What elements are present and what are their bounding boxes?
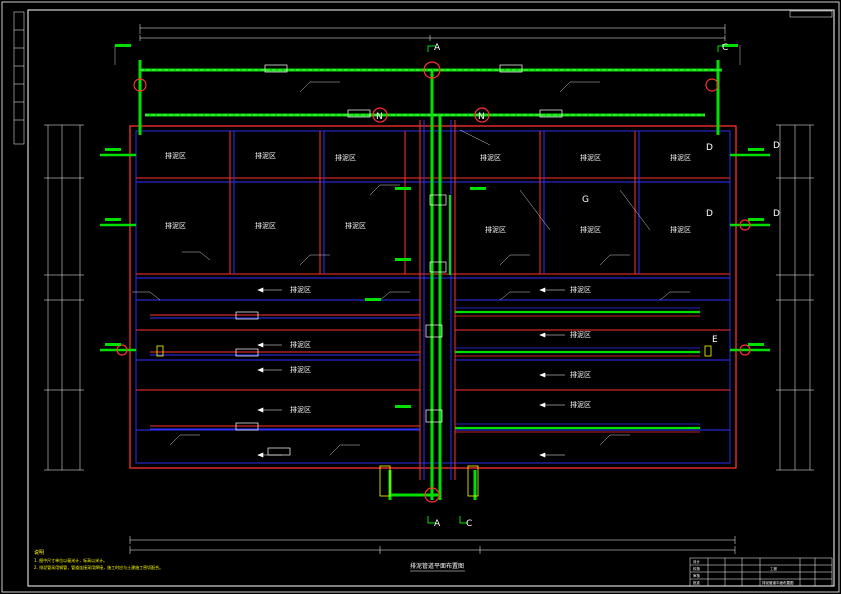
sheet-tag <box>789 10 833 18</box>
fitting-circles <box>116 61 751 503</box>
section-mark-d-upper-right: D <box>773 141 780 151</box>
bottom-dimension <box>129 536 736 554</box>
zone-label: 排泥区 <box>485 225 506 234</box>
vertical-walls <box>229 131 640 274</box>
title-block-sheet: 排泥管道平面布置图 <box>762 580 794 585</box>
title-block-row: 审核 <box>693 573 701 578</box>
title-block-project: 工程 <box>770 566 778 571</box>
section-mark-e: E <box>712 335 718 345</box>
zone-label: 排泥区 <box>165 221 186 230</box>
sheet-inner-border <box>27 9 835 587</box>
zone-label: 排泥区 <box>255 221 276 230</box>
zone-label: 排泥区 <box>570 370 591 379</box>
right-laterals <box>448 195 700 430</box>
top-dimension <box>139 24 726 41</box>
zone-label: 排泥区 <box>290 285 311 294</box>
zone-label: 排泥区 <box>290 405 311 414</box>
title-block-row: 批准 <box>693 580 701 585</box>
tag-labels <box>105 44 764 408</box>
zone-label: 排泥区 <box>345 221 366 230</box>
section-mark-n-right: N <box>478 112 485 122</box>
title-block-row: 设计 <box>693 559 701 564</box>
section-mark-a-top: A <box>434 43 441 53</box>
notes-line-1: 1. 图中尺寸单位以毫米计，标高以米计。 <box>34 557 107 563</box>
title-block-row: 校核 <box>693 566 701 571</box>
zone-label: 排泥区 <box>570 330 591 339</box>
section-mark-n-left: N <box>376 112 383 122</box>
zone-label: 排泥区 <box>580 225 601 234</box>
pipe-centerlines <box>140 69 722 116</box>
zone-label: 排泥区 <box>290 365 311 374</box>
section-marks: A C D D D D E G N N A C <box>376 43 780 529</box>
section-mark-c-bottom: C <box>466 519 472 529</box>
central-channel <box>419 120 456 480</box>
zone-label: 排泥区 <box>290 340 311 349</box>
zone-label: 排泥区 <box>480 153 501 162</box>
zone-label: 排泥区 <box>670 225 691 234</box>
section-mark-d-mid-right: D <box>773 209 780 219</box>
title-block <box>689 557 833 587</box>
right-lateral-pairs <box>455 307 700 433</box>
flow-arrows <box>257 287 565 458</box>
zone-label: 排泥区 <box>570 400 591 409</box>
binding-strip <box>13 11 25 145</box>
zone-label: 排泥区 <box>255 151 276 160</box>
zone-label: 排泥区 <box>580 153 601 162</box>
drawing-title: 排泥管道平面布置图 <box>410 562 464 570</box>
section-mark-c-top: C <box>722 43 728 53</box>
notes-line-2: 2. 排泥管采用钢管，管道连接采用焊接，施工时应与土建施工密切配合。 <box>34 564 163 570</box>
zone-label: 排泥区 <box>335 153 356 162</box>
section-mark-g: G <box>582 195 589 205</box>
zone-label: 排泥区 <box>570 285 591 294</box>
leader-lines <box>114 45 741 456</box>
section-mark-d-mid: D <box>706 209 713 219</box>
section-mark-d-upper: D <box>706 143 713 153</box>
left-dimensions <box>44 124 84 471</box>
zone-label: 排泥区 <box>670 153 691 162</box>
zone-label: 排泥区 <box>165 151 186 160</box>
pipe-drops <box>156 345 712 497</box>
section-mark-a-bottom: A <box>434 519 441 529</box>
right-dimensions <box>776 124 814 471</box>
notes-header: 说明 <box>34 549 44 556</box>
left-laterals <box>150 314 420 430</box>
